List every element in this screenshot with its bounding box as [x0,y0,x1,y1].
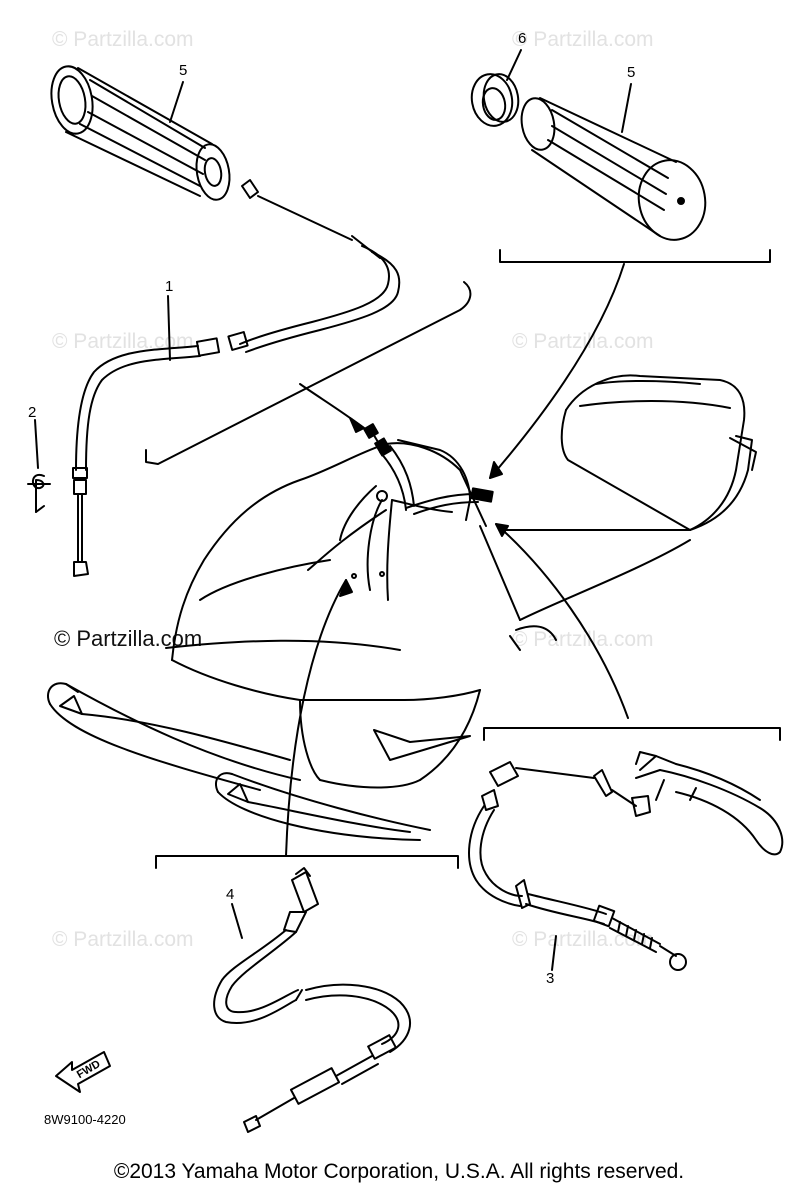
choke-cable [213,867,411,1133]
leader-6 [506,49,522,81]
callout-bracket-bottom-right [483,727,781,741]
watermark: © Partzilla.com [512,28,654,51]
leader-1 [167,295,171,361]
brake-lever [635,751,784,856]
cable-clip [27,473,51,513]
callout-bracket-bottom-left [155,855,459,869]
callout-bracket-left [145,281,472,465]
brake-cable [468,761,687,971]
arrow-line [285,579,347,857]
left-grip [50,65,231,201]
leader-2 [34,419,39,469]
callout-5-left: 5 [179,62,188,79]
leader-5-right [621,83,632,133]
throttle-cable [72,179,401,577]
callout-1: 1 [165,278,174,295]
arrow-line [489,263,625,479]
watermark: © Partzilla.com [52,928,194,951]
watermark: © Partzilla.com [512,330,654,353]
ring-part [470,73,520,127]
diagram-code: 8W9100-4220 [44,1112,126,1127]
callout-3: 3 [546,970,555,987]
snowmobile-body [47,374,757,841]
watermark: © Partzilla.com [512,628,654,651]
right-grip [520,97,707,241]
fwd-arrow-icon: FWD [55,1051,111,1093]
callout-5-right: 5 [627,64,636,81]
leader-4 [231,903,243,939]
leader-5-left [169,81,184,123]
callout-4: 4 [226,886,235,903]
watermark: © Partzilla.com [52,28,194,51]
watermark: © Partzilla.com [512,928,654,951]
watermark: © Partzilla.com [52,330,194,353]
leader-3 [551,935,557,971]
callout-6: 6 [518,30,527,47]
copyright-notice: ©2013 Yamaha Motor Corporation, U.S.A. A… [113,1160,685,1183]
arrow-line [495,523,629,719]
callout-2: 2 [28,404,37,421]
callout-bracket-right-top [499,249,771,263]
